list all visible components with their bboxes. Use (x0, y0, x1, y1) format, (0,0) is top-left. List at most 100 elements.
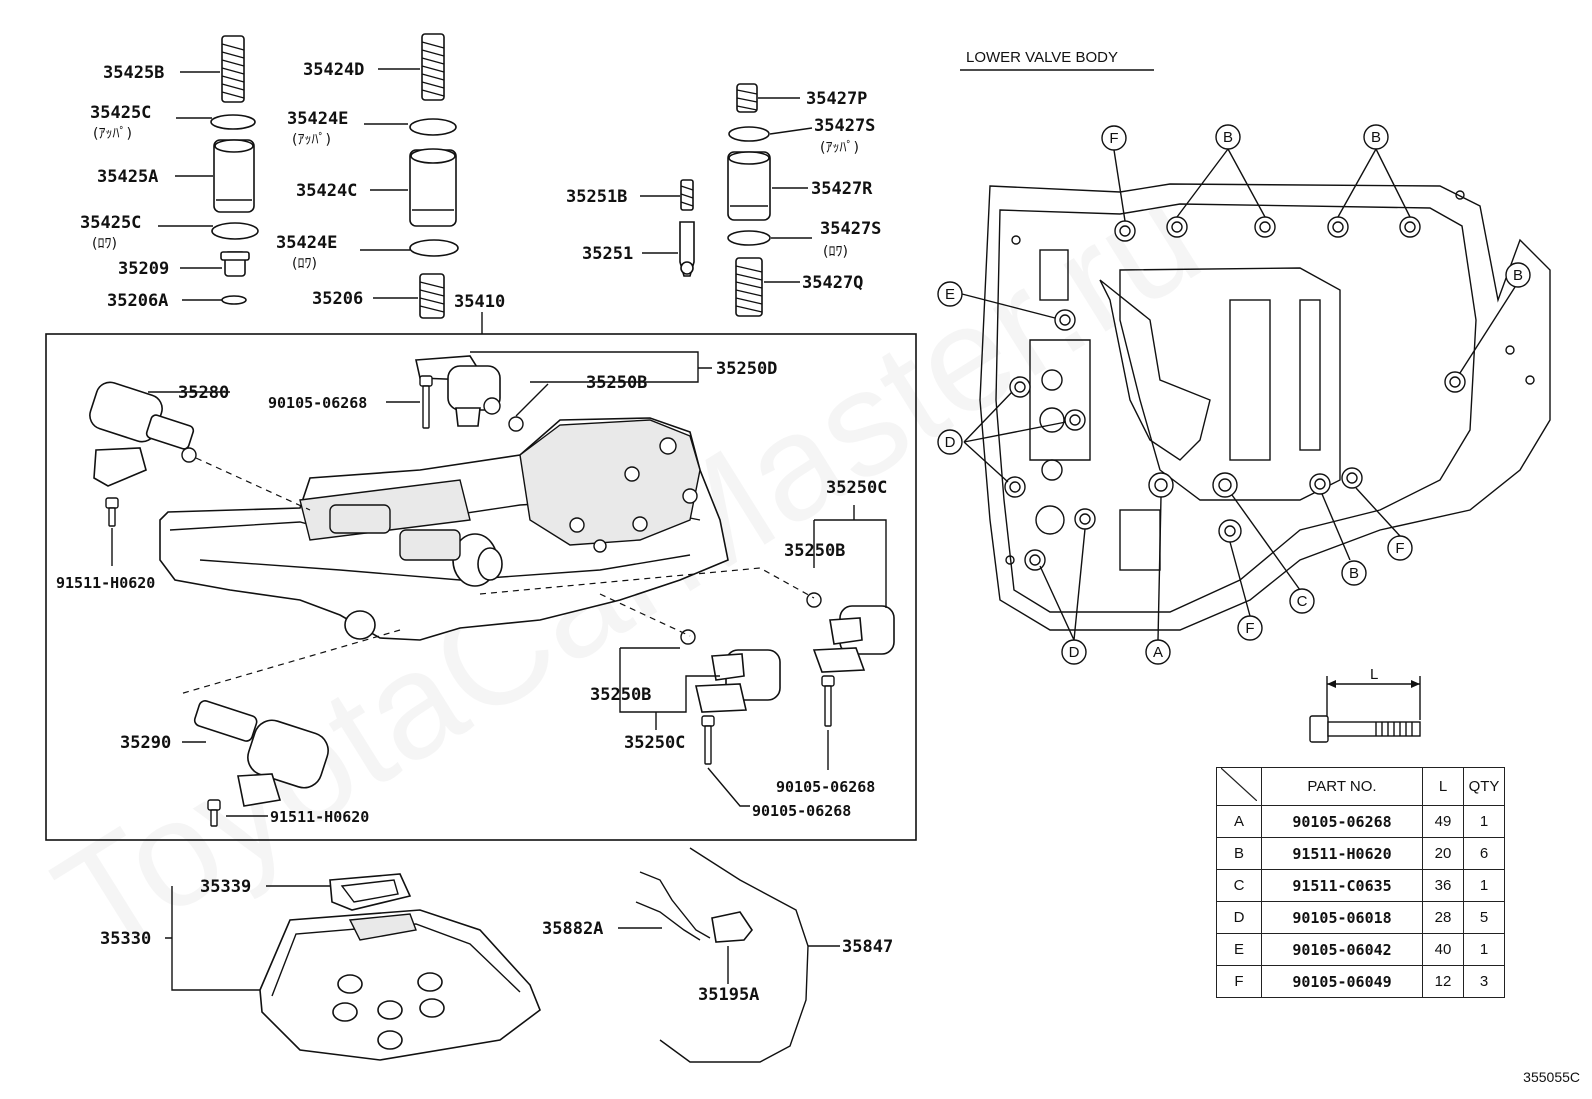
spring-35251B (680, 179, 694, 211)
row-qty: 1 (1463, 933, 1505, 966)
row-key: B (1216, 837, 1262, 870)
label-35330: 35330 (100, 929, 151, 949)
bolt-spec-table: PART NO. L QTY A 90105-06268 49 1 B 9151… (1216, 767, 1505, 998)
label-35251B: 35251B (566, 187, 627, 207)
lower-valve-body-title: LOWER VALVE BODY (966, 49, 1118, 66)
label-35425C-upper: 35425C (90, 103, 151, 123)
row-part-no: 90105-06268 (1261, 805, 1423, 838)
oring-35424E-upper (409, 118, 457, 136)
solenoid-35280 (89, 381, 197, 487)
svg-text:D: D (945, 434, 956, 451)
label-35424C: 35424C (296, 181, 357, 201)
row-length: 12 (1422, 965, 1464, 998)
callout-a: A (1145, 639, 1171, 665)
bolt-91511-H0620-b (207, 799, 221, 827)
row-key: E (1216, 933, 1262, 966)
label-90105-06268-a: 90105-06268 (268, 394, 367, 412)
row-qty: 5 (1463, 901, 1505, 934)
label-35339: 35339 (200, 877, 251, 897)
label-35250B-a: 35250B (586, 373, 647, 393)
sleeve-35425A (213, 139, 255, 213)
table-row: E 90105-06042 40 1 (1216, 933, 1505, 966)
label-35250D: 35250D (716, 359, 777, 379)
bolt-length-drawing (1309, 676, 1421, 743)
svg-text:A: A (1153, 644, 1163, 661)
gasket-35339 (329, 873, 412, 911)
oring-35427S-lower (727, 230, 771, 246)
label-35882A: 35882A (542, 919, 603, 939)
label-35427Q: 35427Q (802, 273, 863, 293)
label-35424E-lower: 35424E (276, 233, 337, 253)
table-row: F 90105-06049 12 3 (1216, 965, 1505, 998)
row-qty: 6 (1463, 837, 1505, 870)
callout-e: E (937, 281, 963, 307)
table-row: B 91511-H0620 20 6 (1216, 837, 1505, 870)
label-35425C-lower: 35425C (80, 213, 141, 233)
valve-body-assembly-box (45, 333, 917, 841)
valve-body-35410 (159, 417, 729, 641)
callout-d: D (937, 429, 963, 455)
oring-35427S-upper (728, 126, 770, 142)
clamp-35195A (711, 911, 753, 943)
row-part-no: 90105-06018 (1261, 901, 1423, 934)
callout-f-top: F (1101, 125, 1127, 151)
callout-f-right: F (1387, 535, 1413, 561)
sleeve-35424C (409, 148, 457, 227)
clip-35206A (221, 295, 247, 305)
table-corner-cell (1216, 767, 1262, 806)
svg-text:B: B (1371, 129, 1381, 146)
lower-valve-body-plate (979, 183, 1551, 631)
solenoid-35290 (193, 700, 329, 807)
row-part-no: 91511-H0620 (1261, 837, 1423, 870)
lower-valve-body-bolts (1004, 216, 1466, 571)
solenoid-35250C-right (812, 605, 895, 673)
spring-35427P (736, 83, 758, 113)
oring-35424E-lower (409, 239, 459, 257)
table-row: A 90105-06268 49 1 (1216, 805, 1505, 838)
callout-b-right: B (1505, 262, 1531, 288)
row-part-no: 91511-C0635 (1261, 869, 1423, 902)
label-90105-06268-c: 90105-06268 (776, 778, 875, 796)
note-35425C-upper: (ｱｯﾊﾟ) (93, 126, 132, 142)
strainer-35330 (259, 909, 541, 1061)
row-qty: 1 (1463, 805, 1505, 838)
label-35206: 35206 (312, 289, 363, 309)
svg-text:B: B (1349, 565, 1359, 582)
label-90105-06268-b: 90105-06268 (752, 802, 851, 820)
svg-text:F: F (1245, 620, 1254, 637)
svg-text:B: B (1223, 129, 1233, 146)
pipe-35882A (635, 871, 711, 941)
callout-b-top1: B (1215, 124, 1241, 150)
row-key: C (1216, 869, 1262, 902)
row-key: A (1216, 805, 1262, 838)
spring-35425B (221, 35, 245, 103)
row-qty: 3 (1463, 965, 1505, 998)
oring-35425C-upper (210, 114, 256, 130)
note-35427S-lower: (ﾛﾜ) (823, 244, 848, 260)
pipe-35847 (659, 847, 809, 1063)
label-35427R: 35427R (811, 179, 873, 199)
spring-35424D (421, 33, 445, 101)
table-row: C 91511-C0635 36 1 (1216, 869, 1505, 902)
label-35250B-b: 35250B (784, 541, 845, 561)
label-35250B-c: 35250B (590, 685, 651, 705)
check-ball-35251 (679, 221, 695, 277)
label-35206A: 35206A (107, 291, 168, 311)
callout-f-bottom: F (1237, 615, 1263, 641)
plug-35209 (220, 251, 250, 277)
table-row: D 90105-06018 28 5 (1216, 901, 1505, 934)
header-part-no: PART NO. (1261, 767, 1423, 806)
note-35424E-upper: (ｱｯﾊﾟ) (292, 132, 331, 148)
label-35250C-a: 35250C (826, 478, 887, 498)
svg-text:E: E (945, 286, 955, 303)
sleeve-35427R (727, 151, 771, 221)
label-91511-H0620-a: 91511-H0620 (56, 574, 155, 592)
spring-35206 (419, 273, 445, 319)
row-length: 49 (1422, 805, 1464, 838)
row-length: 28 (1422, 901, 1464, 934)
bolt-90105-06268-a (419, 375, 433, 429)
label-35427S-lower: 35427S (820, 219, 881, 239)
row-part-no: 90105-06042 (1261, 933, 1423, 966)
row-part-no: 90105-06049 (1261, 965, 1423, 998)
